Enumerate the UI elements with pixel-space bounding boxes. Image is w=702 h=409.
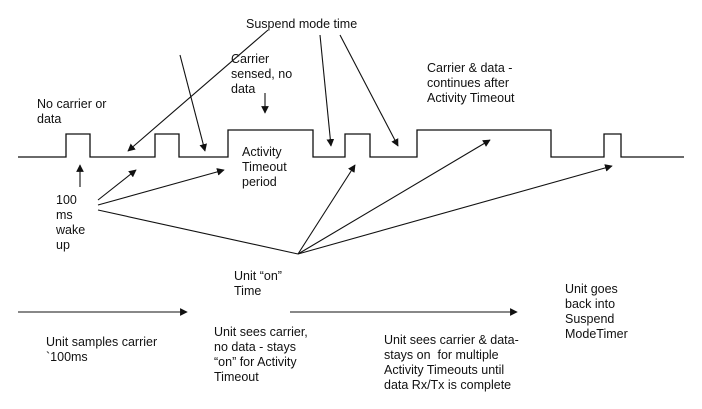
suspend-mode-arrows	[127, 29, 399, 152]
no-carrier-or-data-label: No carrier or data	[37, 97, 107, 126]
suspend-mode-time-label: Suspend mode time	[246, 17, 358, 31]
unit-goes-back-label: Unit goes back into Suspend ModeTimer	[565, 282, 628, 341]
signal-waveform	[18, 129, 684, 158]
wake-up-fan-arrows	[97, 168, 299, 255]
activity-timeout-period-label: Activity Timeout period	[242, 145, 287, 189]
unit-on-fan-arrows	[297, 139, 613, 255]
unit-on-time-label: Unit “on” Time	[234, 269, 282, 298]
unit-sees-carrier-no-data-label: Unit sees carrier, no data - stays “on” …	[214, 325, 308, 384]
carrier-and-data-continues-label: Carrier & data - continues after Activit…	[427, 61, 515, 105]
unit-sees-carrier-and-data-label: Unit sees carrier & data- stays on for m…	[384, 333, 519, 392]
unit-samples-carrier-label: Unit samples carrier `100ms	[46, 335, 158, 364]
carrier-sensed-no-data-label: Carrier sensed, no data	[231, 52, 293, 96]
wake-up-100ms-label: 100 ms wake up	[56, 193, 86, 252]
